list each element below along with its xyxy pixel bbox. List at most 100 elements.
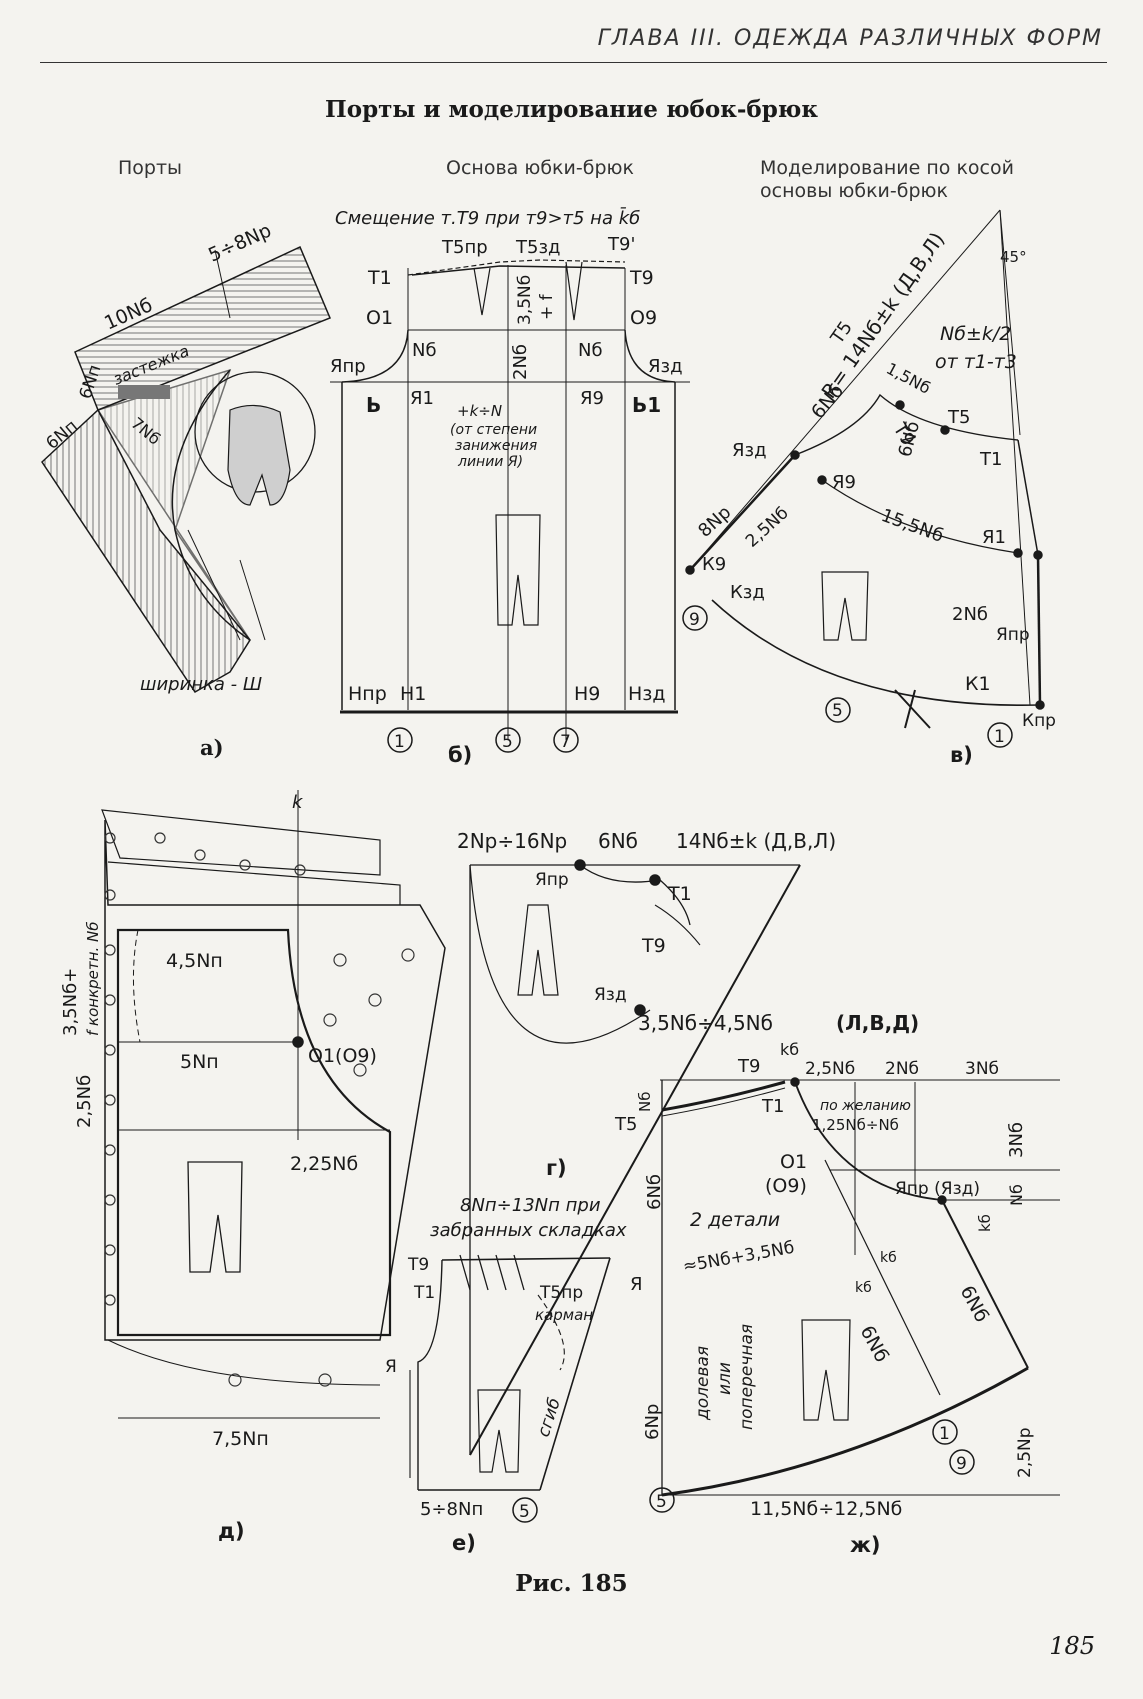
panel-letter-e: е) (452, 1531, 476, 1555)
label-g-top1: 2Nр÷16Nр (457, 829, 567, 853)
label-v-kpr: Кпр (1022, 711, 1056, 731)
label-g-yazd: Язд (594, 985, 627, 1005)
label-e-t2: забранных складках (430, 1220, 627, 1241)
panel-e (409, 1254, 611, 1523)
hem-curve-double (661, 1366, 1029, 1497)
label-e-t1: 8Nп÷13Nп при (460, 1195, 601, 1216)
label-v-t5b: Т5 (947, 407, 970, 428)
ports-waistband (74, 245, 331, 411)
label-g-yapr: Япр (535, 870, 569, 890)
label-zh-3nb: 3Nб (1006, 1122, 1027, 1158)
label-zh-ya: Я (630, 1274, 643, 1295)
running-header: ГЛАВА III. ОДЕЖДА РАЗЛИЧНЫХ ФОРМ (0, 18, 1143, 63)
label-b-o1: О1 (366, 307, 393, 329)
jumpsuit-sketch-g (517, 904, 559, 996)
caption-v2: основы юбки-брюк (760, 180, 948, 202)
waist-curve-double (661, 1080, 786, 1112)
label-b-c5: 5 (502, 732, 513, 752)
label-b-b1: Ь1 (632, 393, 661, 417)
label-zh-d1: 2,5Nб (805, 1059, 855, 1079)
panel-letter-v: в) (950, 743, 973, 767)
panel-letter-zh: ж) (850, 1533, 881, 1557)
outer-sheet (104, 819, 446, 1341)
label-b-t5zd: Т5зд (515, 237, 560, 258)
label-zh-det: 2 детали (690, 1209, 780, 1231)
panel-v-modeling (682, 209, 1045, 748)
label-zh-d2: 2Nб (885, 1059, 919, 1079)
label-v-2nb: 2Nб (952, 604, 988, 625)
page-number: 185 (1049, 1632, 1095, 1660)
skirt-pants-sketch-v (821, 571, 869, 641)
label-b-t5pr: Т5пр (441, 237, 488, 258)
label-b-hzd: Нзд (628, 683, 666, 705)
label-zh-top1: 3,5Nб÷4,5Nб (638, 1011, 773, 1035)
label-zh-25np: 2,5Nр (1015, 1427, 1035, 1478)
label-v-t1: Т1 (979, 449, 1002, 470)
panel-letter-d: д) (218, 1519, 245, 1543)
label-g-top2: 6Nб (598, 829, 638, 853)
skirt-pants-sketch (495, 514, 541, 626)
label-v-from: от т1-т3 (935, 351, 1017, 373)
label-e-ya: Я (385, 1357, 397, 1377)
label-zh-t1: Т1 (761, 1096, 784, 1117)
label-v-nbk: Nб±k/2 (940, 323, 1011, 345)
label-d-5np: 5Nп (180, 1051, 219, 1073)
label-zh-kb4: kб (855, 1280, 872, 1296)
panel-b-base (330, 259, 690, 753)
label-zh-o1: О1 (780, 1151, 807, 1173)
label-v-c1: 1 (994, 727, 1005, 747)
label-b-yapr: Япр (330, 356, 366, 377)
header-rule (40, 62, 1107, 63)
label-zh-yap: Япр (Язд) (895, 1179, 980, 1199)
label-d-75np: 7,5Nп (212, 1428, 269, 1450)
label-e-t1b: Т1 (413, 1283, 435, 1303)
label-g-t1: Т1 (667, 883, 692, 905)
panel-letter-a: а) (200, 735, 224, 760)
chapter-title: ГЛАВА III. ОДЕЖДА РАЗЛИЧНЫХ ФОРМ (597, 26, 1103, 51)
label-b-note: Смещение т.Т9 при т9>т5 на k̄б (335, 207, 640, 229)
label-zh-t5: Т5 (614, 1114, 637, 1135)
label-zh-6nb: 6Nб (644, 1174, 665, 1210)
label-zh-want2: 1,25Nб÷Nб (812, 1116, 899, 1134)
label-d-v1: 3,5Nб+ (60, 968, 81, 1036)
label-b-n4: линии Я) (457, 454, 523, 470)
label-e-fold: сгиб (534, 1396, 565, 1440)
label-v-r: R= 14Nб±k (Д,В,Л) (816, 228, 949, 403)
label-zh-c5: 5 (656, 1492, 667, 1512)
label-zh-nb2: Nб (1007, 1184, 1026, 1206)
label-b-t9p: Т9' (607, 234, 635, 255)
label-v-k1: К1 (965, 673, 991, 695)
label-g-top3: 14Nб±k (Д,В,Л) (676, 829, 836, 853)
panel-letter-b: б) (448, 743, 472, 767)
caption-b: Основа юбки-брюк (446, 157, 634, 179)
label-zh-want1: по желанию (820, 1098, 911, 1114)
label-v-25nb: 2,5Nб (742, 503, 793, 551)
caption-v1: Моделирование по косой (760, 157, 1014, 179)
label-zh-c1: 1 (939, 1424, 950, 1444)
label-b-n1: +k÷N (457, 402, 502, 420)
label-zh-t9: Т9 (737, 1056, 760, 1077)
label-b-b: Ь (366, 393, 381, 417)
label-zh-6np: 6Nр (642, 1404, 663, 1440)
pattern-piece (116, 928, 392, 1337)
label-d-o19: О1(О9) (308, 1045, 377, 1067)
label-b-h9: Н9 (574, 683, 600, 705)
label-zh-dol2: или (715, 1362, 735, 1395)
label-b-t9: Т9 (629, 267, 654, 289)
page-title: Порты и моделирование юбок-брюк (325, 96, 818, 123)
label-b-ya1: Я1 (410, 388, 434, 409)
label-v-c9: 9 (689, 610, 700, 630)
label-b-f: + f (537, 293, 557, 320)
label-zh-nb: Nб (636, 1092, 654, 1112)
label-zh-6nb1: 6Nб (856, 1322, 893, 1366)
label-zh-d3: 3Nб (965, 1059, 999, 1079)
back-crotch-curve (624, 329, 676, 383)
scissors-icon (894, 689, 931, 729)
label-v-155nb: 15,5Nб (878, 505, 946, 547)
label-zh-dol1: долевая (693, 1346, 713, 1421)
label-zh-kb2: kб (976, 1214, 994, 1232)
label-b-n2: (от степени (450, 422, 537, 438)
label-v-c5: 5 (832, 701, 843, 721)
label-zh-top2: (Л,В,Д) (836, 1011, 919, 1035)
